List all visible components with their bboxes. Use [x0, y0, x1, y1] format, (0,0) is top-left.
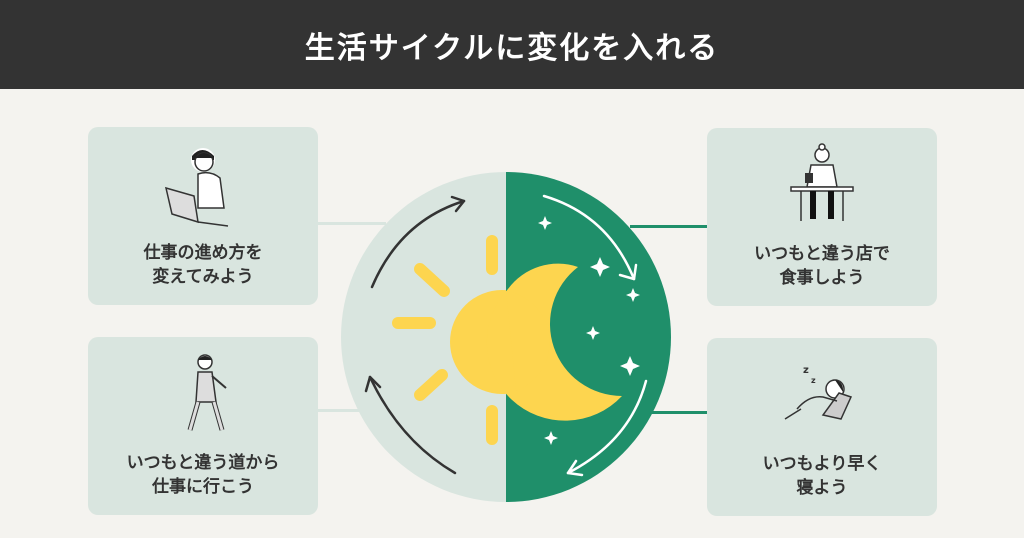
card-label: いつもと違う店で 食事しよう — [754, 244, 890, 288]
sparkle-stars-icon — [538, 216, 640, 445]
card-different-restaurant: いつもと違う店で 食事しよう — [707, 128, 937, 306]
card-label: いつもより早く 寝よう — [762, 454, 882, 498]
page-title: 生活サイクルに変化を入れる — [304, 30, 720, 66]
person-with-laptop-icon — [148, 137, 258, 237]
sun-icon — [392, 235, 498, 445]
card-sleep-earlier: z z いつもより早く 寝よう — [707, 338, 937, 516]
connector-top-left — [316, 222, 386, 225]
card-change-work-style: 仕事の進め方を 変えてみよう — [88, 127, 318, 305]
card-label: 仕事の進め方を 変えてみよう — [143, 243, 263, 287]
connector-top-right — [630, 225, 710, 228]
svg-text:z: z — [803, 365, 809, 376]
person-sleeping-icon: z z — [767, 348, 877, 448]
crescent-moon-icon — [486, 263, 622, 421]
header-bar: 生活サイクルに変化を入れる — [0, 0, 1024, 89]
day-half — [341, 172, 506, 502]
connector-bottom-left — [316, 409, 366, 412]
person-walking-icon — [148, 347, 258, 447]
day-night-cycle-diagram — [340, 171, 672, 507]
card-label: いつもと違う道から 仕事に行こう — [126, 453, 280, 497]
connector-bottom-right — [650, 411, 710, 414]
cycle-arrows-icon — [364, 194, 648, 477]
person-eating-at-table-icon — [767, 138, 877, 238]
card-different-route: いつもと違う道から 仕事に行こう — [88, 337, 318, 515]
svg-text:z: z — [811, 376, 816, 385]
